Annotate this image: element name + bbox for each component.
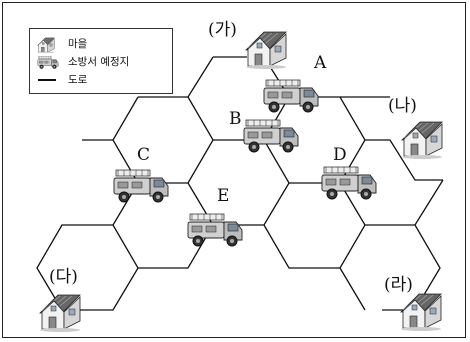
village-label-ra: (라)	[384, 275, 413, 295]
site-label-e: E	[217, 186, 229, 206]
house-icon	[36, 37, 62, 54]
village-house-da-icon	[39, 294, 81, 333]
village-house-ga-icon	[245, 31, 287, 70]
legend-label-village: 마을	[68, 37, 88, 50]
fire-truck-icon	[36, 55, 62, 69]
village-label-ga: (가)	[208, 20, 237, 40]
fire-station-site-a-icon	[263, 79, 319, 113]
legend: 마을 소방서 예정지 도로	[29, 28, 173, 94]
site-label-b: B	[229, 109, 242, 129]
village-house-ra-icon	[400, 293, 442, 332]
legend-item-village: 마을	[36, 35, 88, 54]
site-label-c: C	[137, 145, 150, 165]
site-label-d: D	[333, 145, 347, 165]
road-network	[36, 56, 444, 311]
road-line-icon	[36, 73, 62, 85]
village-house-na-icon	[401, 121, 443, 160]
legend-label-fire-station: 소방서 예정지	[68, 55, 130, 68]
fire-station-site-e-icon	[187, 213, 243, 247]
legend-item-road: 도로	[36, 71, 87, 87]
fire-station-site-c-icon	[113, 169, 169, 203]
village-label-na: (나)	[388, 96, 417, 116]
village-label-da: (다)	[49, 267, 78, 287]
fire-station-site-b-icon	[243, 119, 299, 153]
legend-label-road: 도로	[68, 73, 88, 86]
fire-station-site-d-icon	[321, 166, 377, 200]
legend-item-fire-station: 소방서 예정지	[36, 53, 129, 69]
site-label-a: A	[313, 53, 327, 73]
